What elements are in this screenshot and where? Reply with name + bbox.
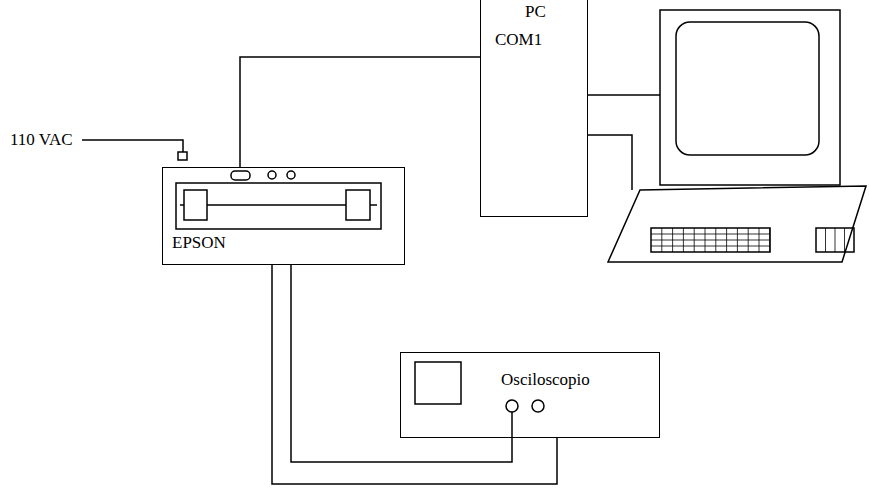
computer-box: PC COM1 — [480, 0, 588, 217]
scope-screen — [415, 362, 461, 404]
paper-guide — [184, 190, 207, 220]
keyboard-keys — [651, 228, 770, 252]
paper-slot — [176, 183, 381, 229]
monitor-housing — [660, 10, 840, 185]
monitor-cable — [588, 94, 660, 96]
monitor-screen — [676, 22, 819, 155]
node-label: EPSON — [172, 234, 226, 251]
printer-box: EPSON — [162, 167, 405, 265]
scope-input — [506, 400, 518, 412]
keyboard-cable — [588, 135, 632, 190]
probe-terminal — [268, 171, 276, 179]
keyboard — [608, 186, 866, 262]
serial-cable — [240, 57, 480, 167]
power-wire — [82, 140, 183, 152]
probe-cable — [291, 265, 512, 462]
supply-label: 110 VAC — [10, 131, 73, 148]
paper-guide — [346, 190, 370, 220]
node-label: Osciloscopio — [501, 371, 590, 388]
keypad-keys — [816, 228, 854, 252]
serial-connector — [231, 171, 250, 180]
oscilloscope-box: Osciloscopio — [400, 352, 660, 438]
power-jack — [178, 152, 187, 160]
scope-input — [532, 400, 544, 412]
node-label: COM1 — [495, 31, 542, 48]
probe-terminal — [287, 171, 295, 179]
probe-lead — [511, 412, 513, 438]
node-label: PC — [525, 3, 546, 20]
